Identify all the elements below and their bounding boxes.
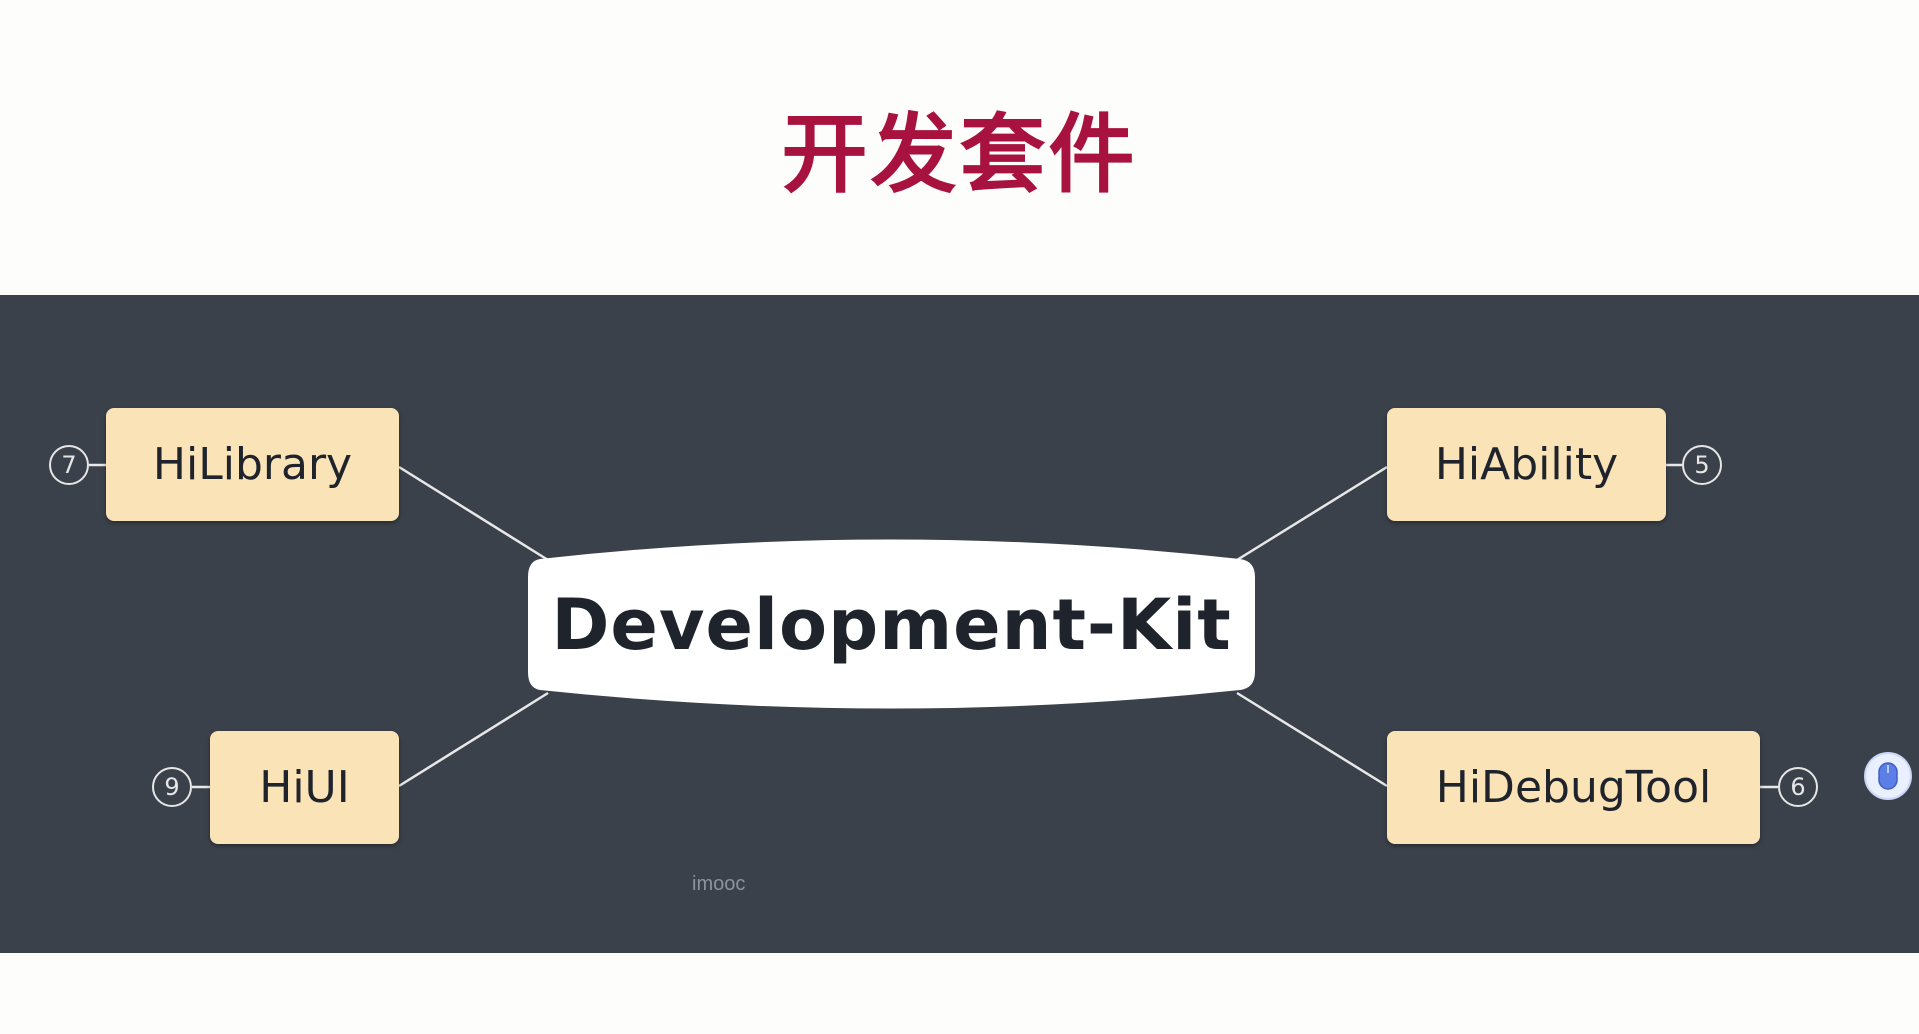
node-hidebugtool-label: HiDebugTool — [1435, 762, 1712, 813]
node-hiui: HiUI — [210, 731, 399, 844]
node-hilibrary: HiLibrary — [106, 408, 399, 521]
connector-lines — [89, 463, 1778, 789]
slide-title: 开发套件 — [781, 105, 1138, 205]
marker-hilibrary: 7 — [49, 445, 89, 485]
connector-hidebugtool — [1236, 691, 1388, 788]
marker-hiability-number: 5 — [1694, 451, 1710, 479]
marker-hilibrary-number: 7 — [61, 451, 77, 479]
mindmap-panel: Development-Kit HiLibrary HiAbility HiUI… — [0, 295, 1919, 953]
node-hiability-label: HiAbility — [1434, 439, 1619, 490]
connector-hilibrary — [398, 465, 549, 562]
connector-hiability — [1236, 465, 1388, 562]
marker-hiui: 9 — [152, 767, 192, 807]
node-hiui-label: HiUI — [259, 762, 350, 813]
node-hiability: HiAbility — [1387, 408, 1666, 521]
node-hidebugtool: HiDebugTool — [1387, 731, 1760, 844]
connector-hiui — [398, 691, 549, 788]
marker-hiui-number: 9 — [164, 773, 180, 801]
marker-hidebugtool-number: 6 — [1790, 773, 1806, 801]
central-node-shape — [528, 539, 1255, 709]
mouse-icon[interactable] — [1864, 752, 1912, 800]
node-hilibrary-label: HiLibrary — [152, 439, 353, 490]
watermark: imooc — [692, 873, 746, 895]
marker-hidebugtool: 6 — [1778, 767, 1818, 807]
central-node-outline — [528, 539, 1255, 709]
marker-hiability: 5 — [1682, 445, 1722, 485]
mouse-icon-glyph — [1878, 762, 1898, 790]
central-node-label: Development-Kit — [551, 584, 1232, 666]
